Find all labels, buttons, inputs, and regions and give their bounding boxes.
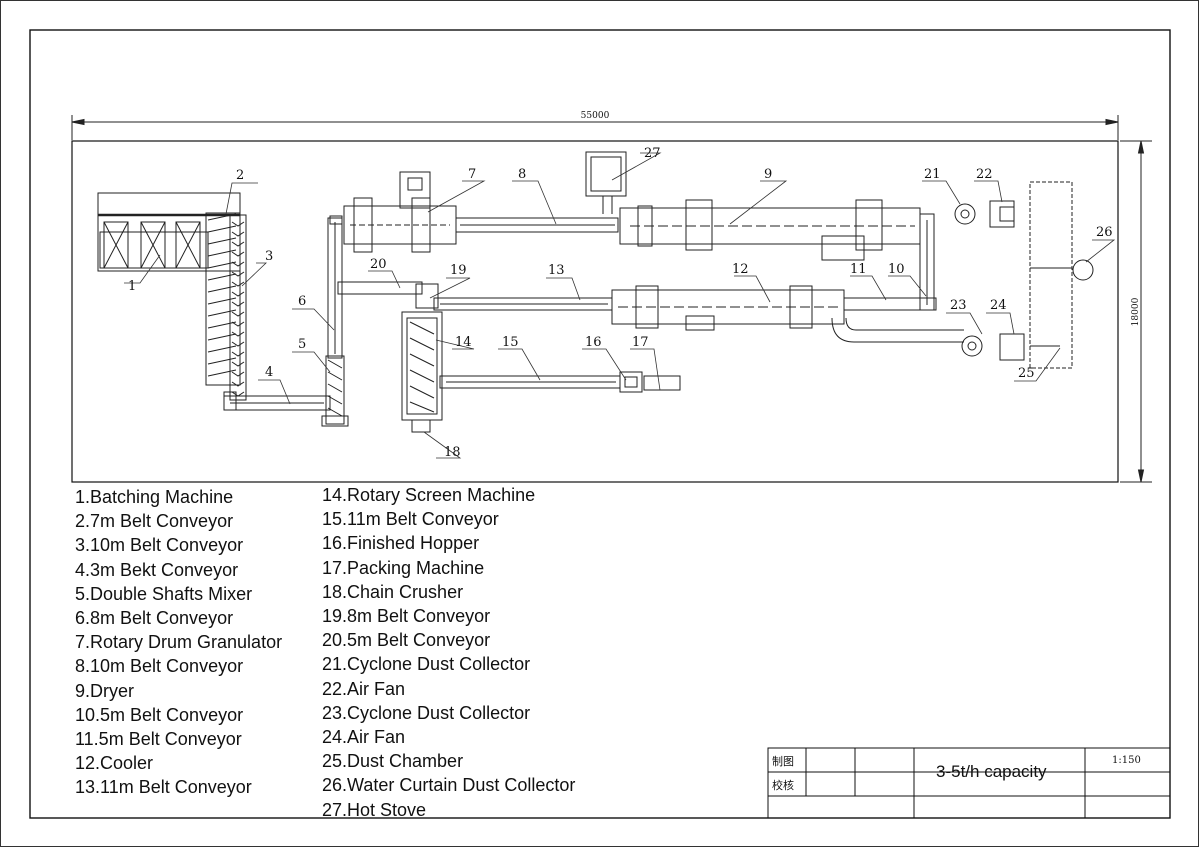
- callout-numbers: 1 2 3 4 5 6 7 8 9 10 11 12 13 14 15 16 1…: [128, 146, 1113, 460]
- cyclone-dust-collector-2: [831, 317, 983, 357]
- callout-19: 19: [450, 263, 467, 278]
- callout-5: 5: [298, 337, 306, 352]
- legend-item: 20.5m Belt Conveyor: [322, 630, 491, 651]
- callout-20: 20: [370, 257, 387, 272]
- cooler: [611, 285, 845, 331]
- callout-23: 23: [950, 298, 967, 313]
- plant-boundary: [71, 140, 1119, 483]
- callout-18: 18: [444, 445, 461, 460]
- callout-26: 26: [1096, 225, 1113, 240]
- callout-17: 17: [632, 335, 649, 350]
- legend-item: 22.Air Fan: [322, 678, 406, 699]
- callout-7: 7: [468, 167, 476, 182]
- hot-stove: [585, 151, 627, 214]
- callout-2: 2: [236, 168, 244, 183]
- callout-27: 27: [644, 146, 661, 161]
- callout-leaders: [124, 152, 1116, 459]
- dryer: [619, 199, 921, 261]
- legend-item: 23.Cyclone Dust Collector: [322, 702, 531, 723]
- callout-9: 9: [764, 167, 772, 182]
- callout-12: 12: [732, 262, 749, 277]
- callout-10: 10: [888, 262, 905, 277]
- belt-conveyor-8m-vertical: [327, 215, 343, 359]
- callout-21: 21: [924, 167, 941, 182]
- dimension-width-text: 18000: [1131, 297, 1141, 326]
- legend-item: 18.Chain Crusher: [322, 581, 464, 602]
- legend-item: 27.Hot Stove: [322, 799, 427, 820]
- batching-machine: [97, 192, 241, 272]
- legend-item: 12.Cooler: [75, 753, 154, 774]
- packing-machine: [643, 375, 681, 391]
- belt-conveyor-5m-vertical: [919, 213, 935, 311]
- air-fan-2: [999, 333, 1025, 361]
- dimension-length-text: 55000: [581, 111, 610, 121]
- belt-conveyor-10m-vertical: [229, 214, 247, 401]
- legend-item: 13.11m Belt Conveyor: [75, 777, 252, 798]
- legend-item: 15.11m Belt Conveyor: [322, 509, 499, 530]
- legend-item: 16.Finished Hopper: [322, 533, 480, 554]
- legend-item: 26.Water Curtain Dust Collector: [322, 775, 576, 796]
- cyclone-dust-collector-1: [954, 203, 976, 225]
- title-block-checked-label: 校核: [772, 779, 794, 792]
- legend-item: 5.Double Shafts Mixer: [75, 583, 253, 604]
- dimension-length: 55000: [71, 111, 1119, 140]
- belt-conveyor-5m-horizontal: [843, 297, 937, 311]
- legend-item: 6.8m Belt Conveyor: [75, 608, 234, 629]
- legend-item: 14.Rotary Screen Machine: [322, 485, 536, 505]
- belt-conveyor-11m-upper: [433, 297, 613, 311]
- legend-item: 2.7m Belt Conveyor: [75, 511, 234, 532]
- callout-4: 4: [265, 365, 273, 380]
- rotary-drum-granulator: [343, 171, 457, 253]
- callout-3: 3: [265, 249, 273, 264]
- belt-conveyor-7m: [205, 212, 241, 386]
- dimension-width: 18000: [1120, 140, 1152, 483]
- belt-conveyor-5m-top: [337, 281, 423, 295]
- legend-item: 21.Cyclone Dust Collector: [322, 654, 531, 675]
- callout-11: 11: [850, 262, 867, 277]
- inner-border: [29, 29, 1171, 819]
- legend-item: 19.8m Belt Conveyor: [322, 606, 491, 627]
- title-block-scale: 1:150: [1112, 755, 1141, 766]
- title-block-drawn-label: 制图: [772, 755, 794, 768]
- air-fan-1: [989, 200, 1015, 228]
- chain-crusher: [411, 419, 431, 433]
- rotary-screen-machine: [401, 311, 443, 421]
- water-curtain-dust-collector: [1029, 181, 1094, 369]
- legend-item: 7.Rotary Drum Granulator: [75, 632, 283, 653]
- callout-16: 16: [585, 335, 602, 350]
- legend-column-b: 14.Rotary Screen Machine 15.11m Belt Con…: [322, 483, 575, 822]
- belt-conveyor-8m-link: [415, 283, 439, 309]
- callout-15: 15: [502, 335, 519, 350]
- legend-item: 10.5m Belt Conveyor: [75, 704, 244, 725]
- legend-item: 9.Dryer: [75, 680, 135, 701]
- legend-item: 17.Packing Machine: [322, 557, 485, 578]
- callout-14: 14: [455, 335, 472, 350]
- callout-22: 22: [976, 167, 993, 182]
- belt-conveyor-11m-lower: [439, 375, 621, 389]
- legend-item: 24.Air Fan: [322, 727, 406, 748]
- callout-6: 6: [298, 294, 306, 309]
- finished-hopper: [619, 371, 643, 393]
- legend-column-a: 1.Batching Machine 2.7m Belt Conveyor 3.…: [75, 485, 282, 800]
- legend-item: 25.Dust Chamber: [322, 751, 464, 772]
- title-block-capacity: 3-5t/h capacity: [936, 762, 1047, 781]
- callout-13: 13: [548, 263, 565, 278]
- belt-conveyor-3m: [223, 391, 331, 411]
- legend-item: 8.10m Belt Conveyor: [75, 656, 244, 677]
- callout-8: 8: [518, 167, 526, 182]
- legend-item: 1.Batching Machine: [75, 487, 234, 507]
- belt-conveyor-10m-granulator-to-dryer: [455, 217, 619, 233]
- callout-25: 25: [1018, 366, 1035, 381]
- legend-item: 4.3m Bekt Conveyor: [75, 559, 239, 580]
- legend-item: 11.5m Belt Conveyor: [75, 729, 242, 750]
- legend-item: 3.10m Belt Conveyor: [75, 535, 244, 556]
- callout-1: 1: [128, 279, 136, 294]
- callout-24: 24: [990, 298, 1007, 313]
- double-shafts-mixer: [321, 355, 349, 427]
- title-block: [767, 747, 1171, 819]
